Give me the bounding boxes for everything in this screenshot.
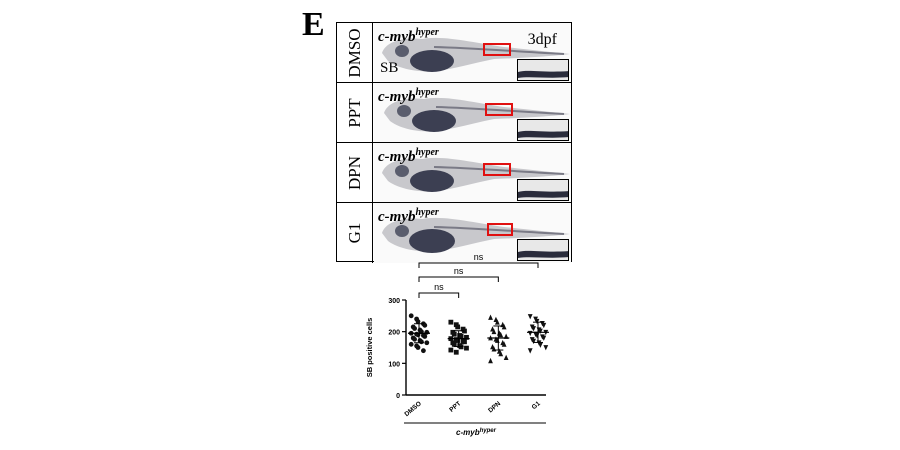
fish-image-dpn: c-mybhyper <box>374 143 571 202</box>
data-point <box>455 324 461 330</box>
stain-label: SB <box>380 60 399 76</box>
data-point <box>501 324 507 330</box>
data-point <box>458 334 464 339</box>
magnified-inset <box>517 59 569 81</box>
y-tick-label: 100 <box>388 361 400 368</box>
row-label-dmso: DMSO <box>345 28 364 78</box>
data-point <box>498 331 504 338</box>
data-point <box>541 322 547 329</box>
y-tick-label: 0 <box>396 393 400 400</box>
data-point <box>464 345 469 351</box>
data-point <box>491 328 497 335</box>
data-point <box>503 354 509 361</box>
magnified-inset <box>517 239 569 261</box>
data-point <box>453 349 459 355</box>
data-point <box>527 314 533 320</box>
data-point <box>531 326 536 332</box>
data-point <box>543 345 549 351</box>
image-row-dpn: DPN c-mybhyper <box>337 143 571 203</box>
data-point <box>408 313 414 319</box>
data-point <box>527 348 533 354</box>
row-label-ppt: PPT <box>345 98 364 128</box>
x-tick-label: DMSO <box>403 400 422 418</box>
genotype-label: c-mybhyper <box>378 27 439 45</box>
data-point <box>531 338 536 345</box>
data-point <box>527 330 533 337</box>
data-point <box>534 318 540 325</box>
row-label-box: DPN <box>337 143 373 202</box>
significance-label: ns <box>454 266 464 276</box>
data-point <box>455 338 461 343</box>
data-point <box>448 347 454 353</box>
data-point <box>494 319 500 325</box>
x-tick-label: DPN <box>487 400 502 414</box>
genotype-label: c-mybhyper <box>378 87 439 105</box>
larva-silhouette <box>384 97 570 132</box>
x-axis-genotype-label: c-mybhyper <box>456 428 497 437</box>
image-row-ppt: PPT c-mybhyper <box>337 83 571 143</box>
magnified-inset <box>517 119 569 141</box>
data-point <box>451 331 457 337</box>
data-point <box>422 334 428 339</box>
data-point <box>408 341 414 347</box>
data-point <box>462 339 467 345</box>
data-point <box>538 342 543 348</box>
data-point <box>412 326 417 331</box>
data-point <box>451 341 457 347</box>
significance-bracket <box>418 276 499 282</box>
fish-image-ppt: c-mybhyper <box>374 83 571 142</box>
data-point <box>415 319 421 324</box>
image-row-g1: G1 c-mybhyper <box>337 203 571 263</box>
significance-label: ns <box>434 282 444 292</box>
stage-label: 3dpf <box>527 31 557 48</box>
y-tick-label: 300 <box>388 298 400 305</box>
data-point <box>498 350 504 357</box>
data-point <box>538 328 543 334</box>
data-point <box>488 314 493 320</box>
row-label-g1: G1 <box>345 222 364 244</box>
y-axis-label: SB positive cells <box>365 318 374 378</box>
data-point <box>412 336 417 342</box>
data-point <box>501 341 507 347</box>
data-point <box>488 357 493 364</box>
row-label-dpn: DPN <box>345 155 364 191</box>
genotype-label: c-mybhyper <box>378 207 439 225</box>
data-point <box>415 345 421 350</box>
fish-image-grid: DMSO c-mybhyper 3dpf SB PPT <box>336 22 572 263</box>
panel-letter: E <box>302 6 325 43</box>
y-tick-label: 200 <box>388 330 400 337</box>
data-point <box>448 319 454 325</box>
data-point <box>464 334 469 340</box>
data-point <box>462 328 467 334</box>
data-point <box>419 339 424 345</box>
significance-bracket <box>418 292 460 298</box>
row-label-box: G1 <box>337 203 373 263</box>
data-point <box>424 340 430 346</box>
significance-label: ns <box>474 252 484 262</box>
data-point <box>421 348 426 354</box>
larva-silhouette <box>382 217 570 253</box>
x-tick-label: PPT <box>448 400 462 414</box>
row-label-box: PPT <box>337 83 373 142</box>
genotype-label: c-mybhyper <box>378 147 439 165</box>
magnified-inset <box>517 179 569 201</box>
significance-bracket <box>418 262 539 268</box>
larva-silhouette <box>382 157 570 192</box>
x-tick-label: G1 <box>531 400 542 411</box>
row-label-box: DMSO <box>337 23 373 82</box>
data-point <box>541 335 547 341</box>
larva-silhouette <box>382 37 570 72</box>
fish-image-g1: c-mybhyper <box>374 203 571 263</box>
image-row-dmso: DMSO c-mybhyper 3dpf SB <box>337 23 571 83</box>
fish-image-dmso: c-mybhyper 3dpf SB <box>374 23 571 82</box>
